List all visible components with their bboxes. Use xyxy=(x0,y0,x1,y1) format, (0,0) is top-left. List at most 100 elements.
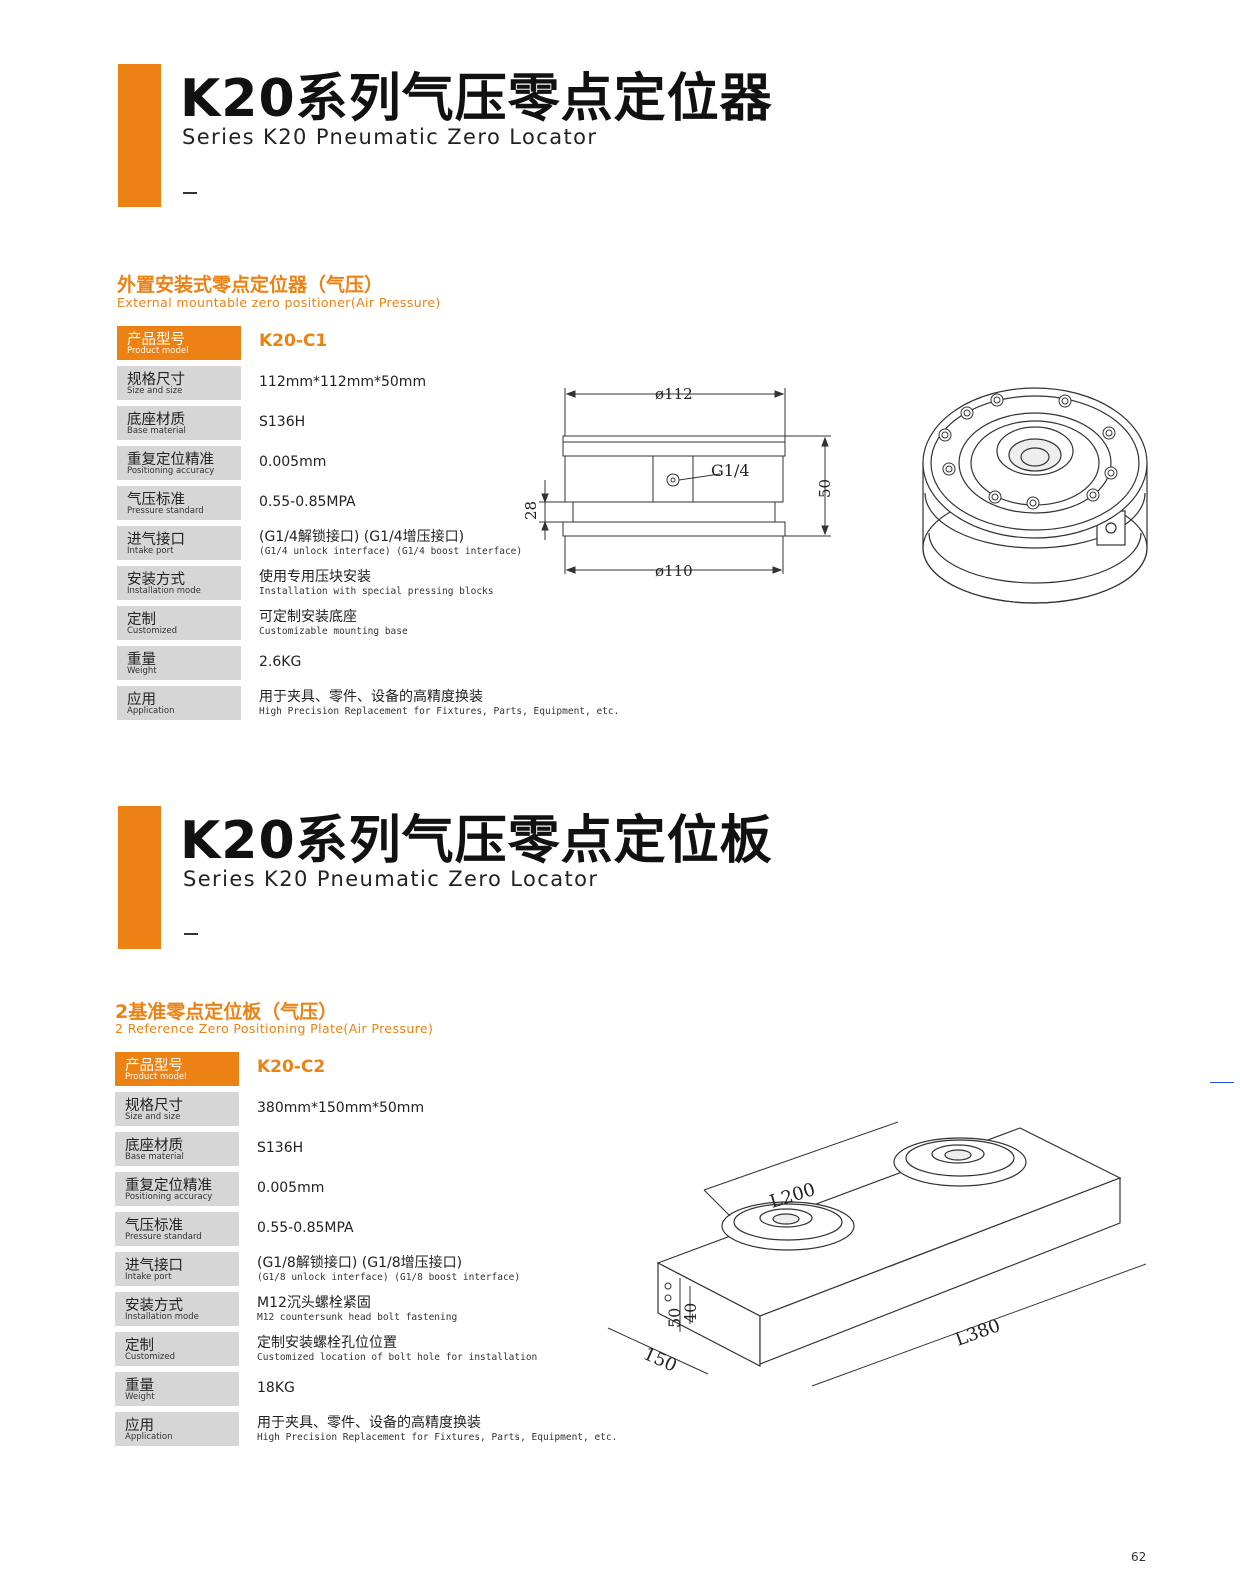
spec-label-cn: 重复定位精准 xyxy=(125,1178,212,1194)
product-heading-en-2: 2 Reference Zero Positioning Plate(Air P… xyxy=(115,1021,434,1036)
spec-label-en: Positioning accuracy xyxy=(125,1192,213,1202)
section-zero-locator: K20系列气压零点定位器 Series K20 Pneumatic Zero L… xyxy=(0,0,1240,740)
spec-value: (G1/4解锁接口) (G1/4增压接口) xyxy=(259,529,465,545)
spec-label-cn: 应用 xyxy=(127,692,156,708)
spec-label-en: Installation mode xyxy=(127,586,201,596)
spec-label-en: Positioning accuracy xyxy=(127,466,215,476)
product-model-2: K20-C2 xyxy=(257,1057,326,1077)
dim-port: G1/4 xyxy=(711,461,750,480)
spec-value: (G1/8解锁接口) (G1/8增压接口) xyxy=(257,1255,463,1271)
dim-diameter-bottom: ø110 xyxy=(655,562,693,580)
spec-label-en: Customized xyxy=(125,1352,176,1362)
spec-label-cn: 安装方式 xyxy=(127,572,185,588)
dim-diameter-top: ø112 xyxy=(655,385,693,403)
product-model: K20-C1 xyxy=(259,331,328,351)
spec-value: 用于夹具、零件、设备的高精度换装 xyxy=(257,1415,481,1431)
dim-height-part: 28 xyxy=(522,501,540,520)
spec-label-cn: 规格尺寸 xyxy=(127,372,185,388)
spec-label: 产品型号 Product model xyxy=(117,326,241,360)
spec-label-cn: 规格尺寸 xyxy=(125,1098,183,1114)
page-subtitle-2: Series K20 Pneumatic Zero Locator xyxy=(183,867,599,891)
spec-value-en: High Precision Replacement for Fixtures,… xyxy=(259,706,620,717)
spec-label-en: Base material xyxy=(127,426,186,436)
spec-value: 112mm*112mm*50mm xyxy=(259,374,427,390)
spec-label-en: Base material xyxy=(125,1152,184,1162)
spec-value: 380mm*150mm*50mm xyxy=(257,1100,425,1116)
dim-height-total: 50 xyxy=(816,479,834,498)
spec-label-en: Pressure standard xyxy=(127,506,204,516)
spec-value: M12沉头螺栓紧固 xyxy=(257,1295,371,1311)
spec-label-cn: 气压标准 xyxy=(127,492,185,508)
dim-height-part-2: 40 xyxy=(681,1303,700,1323)
section-zero-plate: K20系列气压零点定位板 Series K20 Pneumatic Zero L… xyxy=(0,740,1240,1540)
spec-label-cn: 重复定位精准 xyxy=(127,452,214,468)
spec-label-cn: 底座材质 xyxy=(127,412,185,428)
product-3d-view xyxy=(922,387,1148,604)
spec-label-en: Weight xyxy=(127,666,157,676)
page-number: 62 xyxy=(1131,1550,1147,1564)
page-subtitle: Series K20 Pneumatic Zero Locator xyxy=(182,125,598,149)
spec-value: 0.005mm xyxy=(259,454,327,470)
title-dash xyxy=(184,933,198,935)
spec-value: 0.55-0.85MPA xyxy=(257,1220,354,1236)
spec-value: S136H xyxy=(259,414,306,430)
spec-label-cn: 应用 xyxy=(125,1418,154,1434)
spec-label-en: Installation mode xyxy=(125,1312,199,1322)
spec-label-cn: 进气接口 xyxy=(125,1258,183,1274)
spec-label-en: Customized xyxy=(127,626,178,636)
product-heading-en: External mountable zero positioner(Air P… xyxy=(117,295,441,310)
page-title: K20系列气压零点定位器 xyxy=(180,69,773,129)
spec-label-en: Pressure standard xyxy=(125,1232,202,1242)
spec-value-en: Customizable mounting base xyxy=(259,626,408,637)
dim-height-total-2: 50 xyxy=(665,1308,684,1328)
spec-value: S136H xyxy=(257,1140,304,1156)
spec-label-en: Size and size xyxy=(125,1112,181,1122)
spec-label-en: Intake port xyxy=(127,546,174,556)
spec-row-model: 产品型号 Product model K20-C2 xyxy=(115,1052,615,1086)
spec-value: 2.6KG xyxy=(259,654,302,670)
spec-label-cn: 进气接口 xyxy=(127,532,185,548)
spec-label: 产品型号 Product model xyxy=(115,1052,239,1086)
spec-value-en: High Precision Replacement for Fixtures,… xyxy=(257,1432,618,1443)
spec-value: 0.55-0.85MPA xyxy=(259,494,356,510)
spec-row-model: 产品型号 Product model K20-C1 xyxy=(117,326,617,360)
spec-label-en: Application xyxy=(125,1432,173,1442)
spec-value-en: (G1/4 unlock interface) (G1/4 boost inte… xyxy=(259,546,523,557)
spec-label-en: Intake port xyxy=(125,1272,172,1282)
dimension-drawing: ø112 ø110 G1/4 50 28 xyxy=(522,385,834,580)
dim-width: 150 xyxy=(640,1343,680,1376)
spec-value-en: Installation with special pressing block… xyxy=(259,586,494,597)
spec-value: 可定制安装底座 xyxy=(259,609,357,625)
spec-value: 18KG xyxy=(257,1380,295,1396)
spec-label-en: Size and size xyxy=(127,386,183,396)
spec-label-cn: 重量 xyxy=(125,1378,154,1394)
plate-3d-drawing: L200 L380 150 50 40 xyxy=(607,1121,1147,1387)
spec-label-cn: 安装方式 xyxy=(125,1298,183,1314)
